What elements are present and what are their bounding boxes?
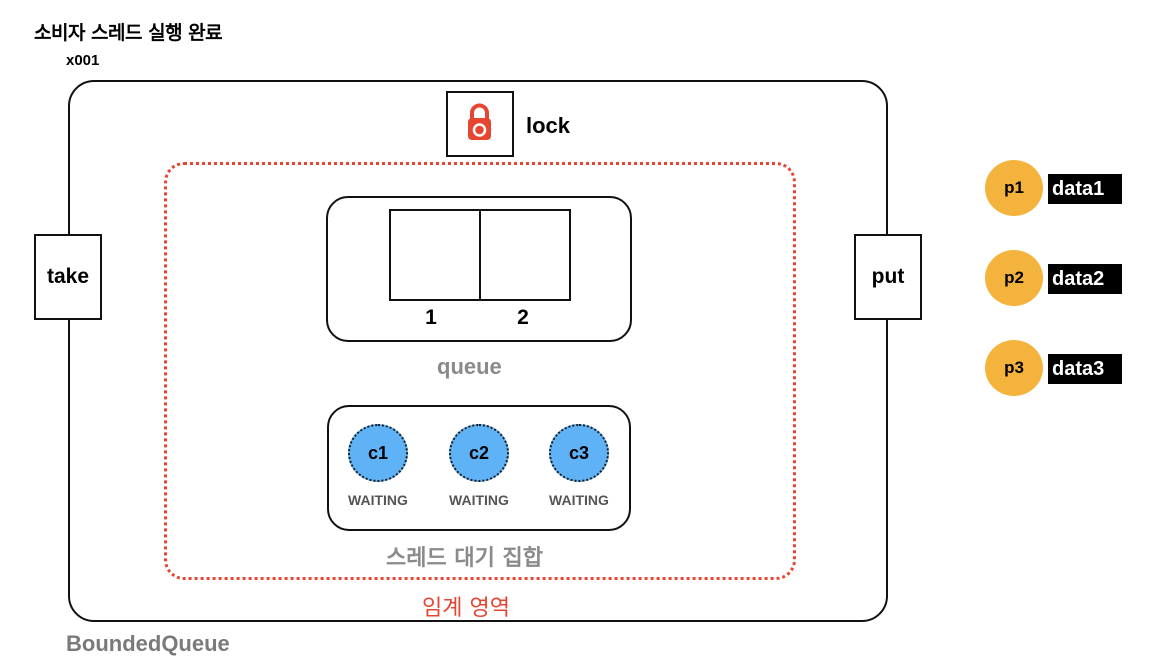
consumer-thread-c1: c1 bbox=[348, 424, 408, 482]
producer-thread-p2: p2 bbox=[985, 250, 1043, 306]
producer-name: p1 bbox=[1004, 178, 1024, 197]
consumer-name: c2 bbox=[468, 442, 490, 463]
consumer-name: c1 bbox=[367, 442, 389, 463]
thread-state-c1: WAITING bbox=[348, 492, 408, 508]
consumer-name: c3 bbox=[568, 442, 590, 463]
slot-number-1: 1 bbox=[425, 306, 437, 329]
producer-name: p3 bbox=[1004, 358, 1024, 377]
bounded-queue-object bbox=[68, 80, 888, 622]
queue-label: queue bbox=[437, 354, 502, 379]
critical-section-border bbox=[164, 162, 796, 580]
thread-state-c2: WAITING bbox=[449, 492, 509, 508]
producer-data-tag: data1 bbox=[1048, 174, 1122, 204]
queue-slot-2 bbox=[479, 209, 571, 301]
queue-container bbox=[326, 196, 632, 342]
lock-box bbox=[446, 91, 514, 157]
object-address: x001 bbox=[66, 52, 100, 69]
consumer-thread-c2: c2 bbox=[449, 424, 509, 482]
diagram-title: 소비자 스레드 실행 완료 bbox=[34, 22, 223, 44]
thread-state-c3: WAITING bbox=[549, 492, 609, 508]
wait-set-container bbox=[327, 405, 631, 531]
producer-thread-p3: p3 bbox=[985, 340, 1043, 396]
take-label: take bbox=[46, 265, 90, 288]
put-label: put bbox=[871, 265, 905, 288]
lock-label: lock bbox=[526, 113, 571, 138]
queue-slot-1 bbox=[389, 209, 481, 301]
producer-name: p2 bbox=[1004, 268, 1024, 287]
producer-data-tag: data2 bbox=[1048, 264, 1122, 294]
consumer-thread-c3: c3 bbox=[549, 424, 609, 482]
slot-number-2: 2 bbox=[517, 306, 529, 329]
wait-set-label: 스레드 대기 집합 bbox=[386, 546, 543, 571]
producer-data-tag: data3 bbox=[1048, 354, 1122, 384]
take-method-box: take bbox=[34, 234, 102, 320]
object-class-label: BoundedQueue bbox=[66, 631, 230, 656]
padlock-icon bbox=[468, 103, 491, 140]
put-method-box: put bbox=[854, 234, 922, 320]
critical-section-label: 임계 영역 bbox=[422, 596, 510, 621]
producer-thread-p1: p1 bbox=[985, 160, 1043, 216]
